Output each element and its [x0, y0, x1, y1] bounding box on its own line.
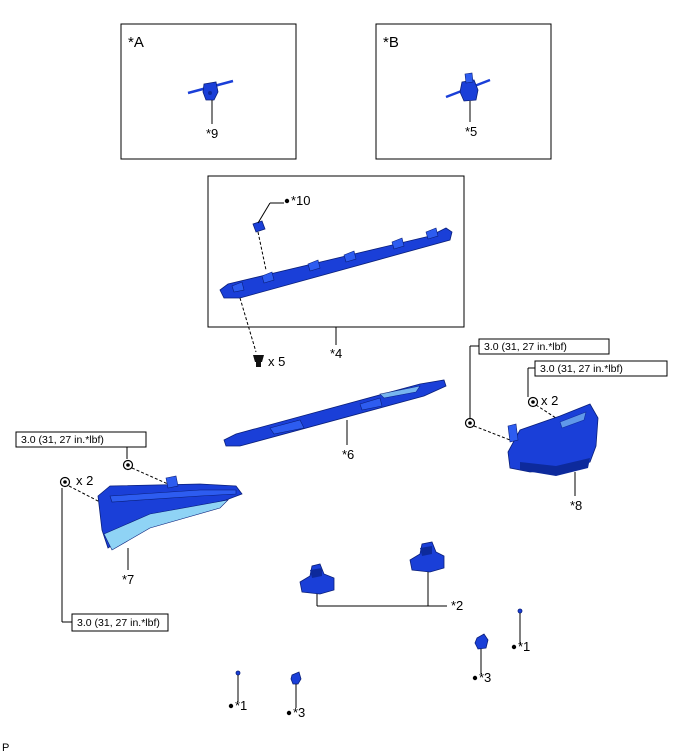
- part-1-right-illustration: [517, 608, 523, 614]
- part-3-left-illustration: [290, 671, 302, 685]
- torque-right-lower: 3.0 (31, 27 in.*lbf): [540, 363, 623, 375]
- part-4-rail: [219, 227, 453, 299]
- part-1-right-label: *1: [518, 639, 530, 654]
- view-b-box: *B *5: [375, 23, 552, 160]
- part-8-label: *8: [570, 498, 582, 513]
- part-3-right-illustration: [474, 633, 489, 650]
- view-b-header: *B: [383, 34, 399, 51]
- part-7-lamp: [97, 475, 243, 551]
- part-3-right-label: *3: [479, 670, 491, 685]
- clip-quantity: x 5: [268, 354, 285, 369]
- part-10-label: *10: [291, 193, 311, 208]
- nut-left-quantity: x 2: [76, 473, 93, 488]
- part-2-bracket-left: [299, 563, 335, 595]
- part-6-trim: [223, 379, 447, 447]
- view-a-box: *A *9: [120, 23, 297, 160]
- torque-right-upper: 3.0 (31, 27 in.*lbf): [484, 341, 567, 353]
- torque-left-upper: 3.0 (31, 27 in.*lbf): [21, 434, 104, 446]
- part-7-label: *7: [122, 572, 134, 587]
- part-5-illustration: [445, 72, 491, 102]
- part-5-label: *5: [465, 124, 477, 139]
- view-a-header: *A: [128, 34, 144, 51]
- part-1-left-illustration: [235, 670, 241, 676]
- part-6-label: *6: [342, 447, 354, 462]
- part-2-label: *2: [451, 598, 463, 613]
- part-9-illustration: [187, 79, 234, 101]
- part-2-bracket-right: [409, 541, 445, 573]
- part-4-label: *4: [330, 346, 342, 361]
- torque-left-lower: 3.0 (31, 27 in.*lbf): [77, 617, 160, 629]
- corner-mark: P: [2, 742, 9, 754]
- part-3-left-label: *3: [293, 705, 305, 720]
- clip-x5-illustration: [253, 355, 264, 367]
- part-1-left-label: *1: [235, 698, 247, 713]
- part-4-box: *10: [207, 175, 465, 353]
- part-9-label: *9: [206, 126, 218, 141]
- part-8-housing: [507, 403, 599, 476]
- nut-right-quantity: x 2: [541, 393, 558, 408]
